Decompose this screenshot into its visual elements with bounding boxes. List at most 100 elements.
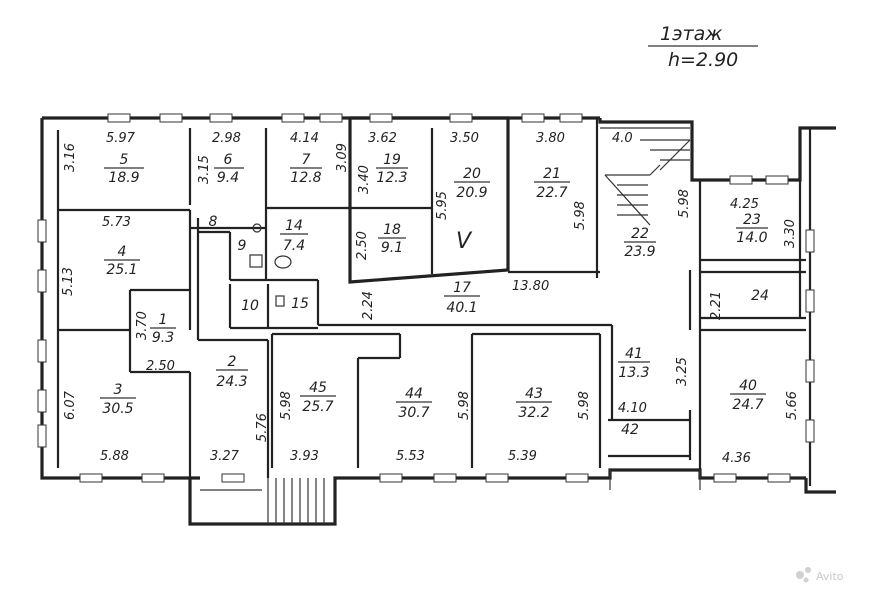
room-1-number: 1 [159, 312, 168, 328]
windows [37, 113, 815, 483]
dim-4-36: 4.36 [722, 451, 751, 466]
dim-5-98-a: 5.98 [573, 201, 588, 230]
dim-2-98: 2.98 [212, 131, 241, 146]
dim-3-30: 3.30 [783, 219, 798, 248]
dim-5-98-e: 5.98 [577, 391, 592, 420]
room-7-area: 12.8 [290, 170, 321, 186]
watermark-text: Avito [816, 570, 844, 583]
room-19-area: 12.3 [376, 170, 407, 186]
dim-13-80: 13.80 [512, 279, 549, 294]
room-7-number: 7 [302, 152, 311, 168]
room-5-number: 5 [120, 152, 129, 168]
room-23-area: 14.0 [736, 230, 767, 246]
floor-title: 1этаж h=2.90 [648, 23, 758, 71]
room-18-number: 18 [383, 222, 401, 238]
room-17-area: 40.1 [446, 300, 477, 316]
room-20-number: 20 [463, 166, 481, 182]
ceiling-height: h=2.90 [668, 49, 738, 71]
dim-3-40: 3.40 [357, 165, 372, 194]
dim-3-70: 3.70 [135, 311, 150, 340]
dim-4-14: 4.14 [290, 131, 319, 146]
room-20-area: 20.9 [456, 185, 487, 201]
room-9-number: 9 [238, 238, 247, 254]
room-40-number: 40 [739, 378, 757, 394]
check-mark: V [456, 229, 473, 254]
dim-3-50: 3.50 [450, 131, 479, 146]
interior-walls [58, 116, 806, 524]
room-4-number: 4 [118, 244, 127, 260]
dim-3-16: 3.16 [63, 143, 78, 172]
dim-5-95: 5.95 [435, 191, 450, 220]
dim-5-53: 5.53 [396, 449, 425, 464]
room-15-number: 15 [291, 296, 309, 312]
dim-5-98-b: 5.98 [677, 189, 692, 218]
dim-2-50-a: 2.50 [355, 231, 370, 260]
room-41-number: 41 [625, 346, 643, 362]
dim-3-15: 3.15 [197, 155, 212, 184]
room-44-area: 30.7 [398, 405, 429, 421]
dim-5-76: 5.76 [255, 413, 270, 442]
room-2-area: 24.3 [216, 374, 247, 390]
room-19-number: 19 [383, 152, 401, 168]
dim-2-24: 2.24 [361, 291, 376, 320]
room-3-number: 3 [114, 382, 123, 398]
dim-2-21: 2.21 [709, 291, 724, 320]
room-6-number: 6 [224, 152, 233, 168]
room-18-area: 9.1 [381, 240, 403, 256]
dim-3-80: 3.80 [536, 131, 565, 146]
dim-5-98-c: 5.98 [279, 391, 294, 420]
dim-5-97: 5.97 [106, 131, 136, 146]
room-4-area: 25.1 [106, 262, 137, 278]
room-45-area: 25.7 [302, 399, 333, 415]
washbasin-icon [252, 223, 262, 233]
bathroom-fixtures [249, 223, 292, 307]
room-22-number: 22 [631, 226, 649, 242]
toilet-icon-2 [275, 295, 285, 307]
dim-5-66: 5.66 [785, 391, 800, 420]
room-6-area: 9.4 [217, 170, 239, 186]
room-40-area: 24.7 [732, 397, 763, 413]
avito-logo-icon [796, 571, 804, 579]
dim-5-88: 5.88 [100, 449, 129, 464]
toilet-icon [274, 255, 292, 269]
room-17-number: 17 [453, 280, 471, 296]
dim-4-0: 4.0 [612, 131, 633, 146]
dim-4-25: 4.25 [730, 197, 759, 212]
floor-label: 1этаж [660, 23, 722, 45]
room-43-number: 43 [525, 386, 543, 402]
dimension-labels: 5.97 2.98 4.14 3.62 3.50 3.80 4.0 4.25 3… [61, 131, 800, 466]
dim-3-09: 3.09 [335, 143, 350, 172]
dim-6-07: 6.07 [63, 390, 78, 420]
dim-4-10: 4.10 [618, 401, 647, 416]
room-24-number: 24 [751, 288, 769, 304]
dim-3-62: 3.62 [368, 131, 397, 146]
room-44-number: 44 [405, 386, 423, 402]
room-41-area: 13.3 [618, 365, 649, 381]
dim-5-73: 5.73 [102, 215, 131, 230]
room-21-area: 22.7 [536, 185, 567, 201]
room-45-number: 45 [309, 380, 327, 396]
room-23-number: 23 [743, 212, 761, 228]
room-21-number: 21 [543, 166, 561, 182]
dim-3-27: 3.27 [210, 449, 240, 464]
room-labels: 5 18.9 6 9.4 7 12.8 19 12.3 20 20.9 21 2… [100, 152, 769, 438]
dim-2-50-b: 2.50 [146, 359, 175, 374]
room-1-area: 9.3 [152, 330, 174, 346]
room-42-number: 42 [621, 422, 639, 438]
dim-5-39: 5.39 [508, 449, 537, 464]
room-22-area: 23.9 [624, 244, 655, 260]
room-2-number: 2 [228, 354, 237, 370]
room-14-area: 7.4 [283, 238, 305, 254]
dim-5-13: 5.13 [61, 267, 76, 296]
room-5-area: 18.9 [108, 170, 139, 186]
room-14-number: 14 [285, 218, 303, 234]
dim-5-98-d: 5.98 [457, 391, 472, 420]
avito-watermark: Avito [796, 567, 844, 583]
dim-3-25: 3.25 [675, 357, 690, 386]
room-3-area: 30.5 [102, 401, 133, 417]
sink-icon [249, 254, 263, 268]
room-43-area: 32.2 [518, 405, 549, 421]
room-10-number: 10 [241, 298, 259, 314]
dim-3-93: 3.93 [290, 449, 319, 464]
